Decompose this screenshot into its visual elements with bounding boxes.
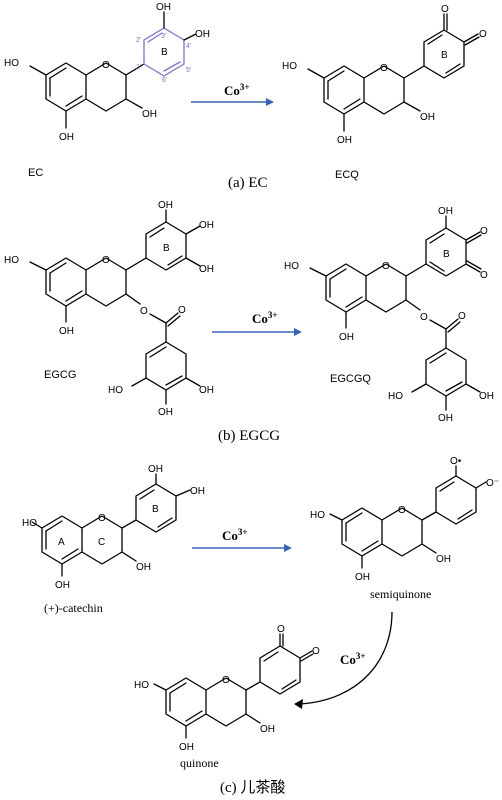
condition-a: Co3+ [224, 82, 250, 98]
catechin-ho-label: HO [22, 518, 37, 529]
atom-number-6: 6' [162, 77, 167, 84]
egcgq-galloyl-oh-bottom: OH [438, 413, 453, 424]
egcg-oh-a-label: OH [59, 326, 74, 337]
egcgq-o-b-right1: O [480, 226, 488, 237]
catechin-ring-c-label: C [98, 537, 105, 548]
egcg-galloyl-ho: HO [108, 385, 123, 396]
quinone-carbonyl-o-right: O [312, 646, 320, 657]
egcg-galloyl-oh-bottom: OH [158, 407, 173, 418]
egcg-ring-oxygen: O [102, 255, 110, 266]
panel-b: O O O HO OH OH OH OH HO OH OH B EGCG Co3… [4, 200, 494, 444]
egcg-carbonyl-oxygen: O [178, 305, 186, 316]
egcg-ring-b-label: B [163, 243, 170, 254]
reaction-arrow-a: Co3+ [191, 82, 274, 106]
quinone-carbonyl-o-top: O [277, 624, 285, 635]
egcgq-ester-oxygen: O [420, 312, 428, 323]
ring-b-label: B [161, 47, 168, 58]
egcg-ho-label: HO [4, 255, 19, 266]
condition-b: Co3+ [252, 310, 278, 326]
catechin-oh-a-label: OH [55, 580, 70, 591]
ecq-carbonyl-o-top: O [441, 4, 449, 15]
ecq-ring-oxygen: O [380, 63, 388, 74]
a-ring-oh-label: OH [59, 132, 74, 143]
quinone-name: quinone [180, 756, 219, 770]
panel-c: O HO OH OH OH OH A C B (+)-catechin Co3+ [22, 456, 499, 796]
catechin-ring-b-label: B [152, 504, 159, 515]
atom-number-3: 3' [161, 33, 166, 40]
quinone-ho-label: HO [134, 680, 149, 691]
semiquinone-oh-a-label: OH [355, 572, 370, 583]
semiquinone-o-radical: O• [450, 456, 462, 467]
ec-name: EC [28, 167, 43, 179]
egcg-oh-b-top: OH [158, 200, 173, 211]
egcgq-carbonyl-oxygen: O [458, 311, 466, 322]
reaction-arrow-b: Co3+ [212, 310, 302, 336]
egcgq-ho-label: HO [284, 261, 299, 272]
egcg-oh-b-right2: OH [199, 264, 214, 275]
ecq-carbonyl-o-right: O [479, 29, 487, 40]
egcg-oh-b-right1: OH [199, 220, 214, 231]
egcg-ester-oxygen: O [140, 306, 148, 317]
catechin-name: (+)-catechin [44, 601, 103, 615]
quinone-oh-c-label: OH [260, 724, 275, 735]
egcgq-galloyl-ho: HO [388, 391, 403, 402]
ecq-ho-label: HO [282, 61, 297, 72]
semiquinone-ho-label: HO [310, 510, 325, 521]
reaction-arrow-c1: Co3+ [192, 527, 292, 552]
ecq-name: ECQ [335, 169, 359, 181]
egcgq-oh-a-label: OH [339, 332, 354, 343]
semiquinone-o-anion: O⁻ [486, 478, 499, 489]
caption-b: (b) EGCG [218, 428, 280, 444]
atom-number-1: 1' [136, 64, 141, 71]
condition-c1: Co3+ [222, 527, 248, 543]
ecq-ring-b-label: B [441, 50, 448, 61]
ecq-structure: O HO OH OH O O B [282, 4, 487, 146]
ec-structure: O HO OH OH OH OH B 1' 2' 3' 4' 5' 6' [4, 2, 210, 143]
egcg-structure: O O O HO OH OH OH OH HO OH OH B [4, 200, 214, 418]
egcgq-name: EGCGQ [330, 373, 371, 385]
b-ring-oh-top-label: OH [156, 2, 171, 13]
quinone-structure: O HO OH OH O O [134, 624, 320, 753]
caption-a: (a) EC [228, 175, 268, 191]
reaction-arrow-c2: Co3+ [294, 611, 393, 709]
semiquinone-ring-oxygen: O [398, 505, 406, 516]
semiquinone-name: semiquinone [370, 587, 431, 601]
c-ring-oh-label: OH [142, 109, 157, 120]
ecq-oh-bottom-label: OH [337, 135, 352, 146]
semiquinone-oh-c-label: OH [436, 554, 451, 565]
catechin-ring-a-label: A [58, 537, 65, 548]
egcgq-galloyl-oh-right: OH [479, 391, 494, 402]
panel-a: O HO OH OH OH OH B 1' 2' 3' 4' 5' 6' EC … [4, 2, 487, 191]
catechin-oh-b-top: OH [148, 464, 163, 475]
catechin-structure: O HO OH OH OH OH A C B [22, 464, 205, 591]
egcg-galloyl-oh-right: OH [199, 385, 214, 396]
a-ring-ho-label: HO [4, 58, 19, 69]
atom-number-5: 5' [186, 67, 191, 74]
atom-number-4: 4' [186, 43, 191, 50]
quinone-ring-oxygen: O [222, 675, 230, 686]
quinone-oh-a-label: OH [179, 742, 194, 753]
catechin-ring-oxygen: O [98, 513, 106, 524]
ring-c-oxygen: O [102, 60, 110, 71]
caption-c: (c) 儿茶酸 [220, 779, 285, 796]
catechin-oh-c-label: OH [136, 562, 151, 573]
egcgq-ring-b-label: B [443, 249, 450, 260]
egcgq-o-b-right2: O [480, 270, 488, 281]
egcgq-structure: O O O HO OH OH O O HO OH OH B [284, 206, 494, 424]
condition-c2: Co3+ [340, 651, 366, 667]
egcg-name: EGCG [44, 369, 76, 381]
atom-number-2: 2' [136, 37, 141, 44]
ecq-oh-c-label: OH [420, 112, 435, 123]
egcgq-oh-b-top: OH [438, 206, 453, 217]
egcgq-ring-oxygen: O [382, 261, 390, 272]
b-ring-oh-right-label: OH [195, 29, 210, 40]
catechin-oh-b-right: OH [190, 486, 205, 497]
semiquinone-structure: O HO OH OH O• O⁻ [310, 456, 499, 583]
